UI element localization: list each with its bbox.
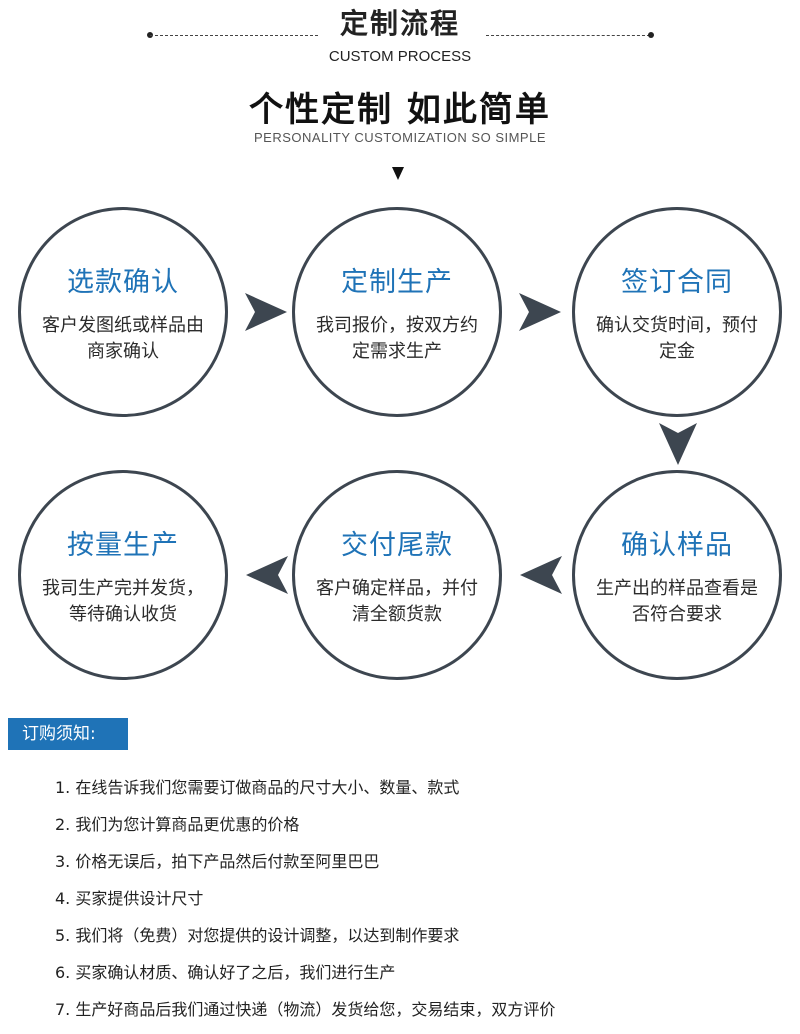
step-select-style: 选款确认 客户发图纸或样品由商家确认 xyxy=(18,207,228,417)
step-title: 交付尾款 xyxy=(341,529,453,561)
arrow-left-icon xyxy=(520,556,562,594)
arrow-left-icon xyxy=(246,556,288,594)
down-marker-icon xyxy=(392,167,404,180)
step-confirm-sample: 确认样品 生产出的样品查看是否符合要求 xyxy=(572,470,782,680)
list-item: 3. 价格无误后，拍下产品然后付款至阿里巴巴 xyxy=(55,852,380,871)
list-item: 1. 在线告诉我们您需要订做商品的尺寸大小、数量、款式 xyxy=(55,778,460,797)
list-item: 2. 我们为您计算商品更优惠的价格 xyxy=(55,815,300,834)
step-title: 确认样品 xyxy=(621,529,733,561)
arrow-right-icon xyxy=(245,293,287,331)
list-item: 5. 我们将（免费）对您提供的设计调整，以达到制作要求 xyxy=(55,926,460,945)
list-item: 6. 买家确认材质、确认好了之后，我们进行生产 xyxy=(55,963,396,982)
header-dashed-line-right xyxy=(486,35,650,36)
list-item: 7. 生产好商品后我们通过快递（物流）发货给您，交易结束，双方评价 xyxy=(55,1000,556,1019)
notice-list: 1. 在线告诉我们您需要订做商品的尺寸大小、数量、款式 2. 我们为您计算商品更… xyxy=(55,775,555,1034)
step-desc: 我司生产完并发货，等待确认收货 xyxy=(42,577,204,625)
step-title: 签订合同 xyxy=(621,266,733,298)
step-title: 按量生产 xyxy=(67,529,179,561)
step-title: 定制生产 xyxy=(341,266,453,298)
header-dashed-line-left xyxy=(150,35,318,36)
step-desc: 客户发图纸或样品由商家确认 xyxy=(42,314,204,362)
slogan: 个性定制 如此简单 xyxy=(249,90,551,130)
arrow-right-icon xyxy=(519,293,561,331)
step-pay-balance: 交付尾款 客户确定样品，并付清全额货款 xyxy=(292,470,502,680)
header-subtitle: CUSTOM PROCESS xyxy=(328,48,472,65)
step-mass-production: 按量生产 我司生产完并发货，等待确认收货 xyxy=(18,470,228,680)
step-title: 选款确认 xyxy=(67,266,179,298)
header-title: 定制流程 xyxy=(339,7,460,40)
arrow-down-icon xyxy=(659,423,697,465)
list-item: 4. 买家提供设计尺寸 xyxy=(55,889,204,908)
step-sign-contract: 签订合同 确认交货时间，预付定金 xyxy=(572,207,782,417)
notice-label: 订购须知: xyxy=(8,718,128,750)
slogan-subtitle: PERSONALITY CUSTOMIZATION SO SIMPLE xyxy=(254,130,546,145)
step-desc: 确认交货时间，预付定金 xyxy=(596,314,758,362)
header-dot-right xyxy=(648,32,654,38)
step-desc: 客户确定样品，并付清全额货款 xyxy=(316,577,478,625)
step-desc: 生产出的样品查看是否符合要求 xyxy=(596,577,758,625)
step-custom-production: 定制生产 我司报价，按双方约定需求生产 xyxy=(292,207,502,417)
step-desc: 我司报价，按双方约定需求生产 xyxy=(316,314,478,362)
